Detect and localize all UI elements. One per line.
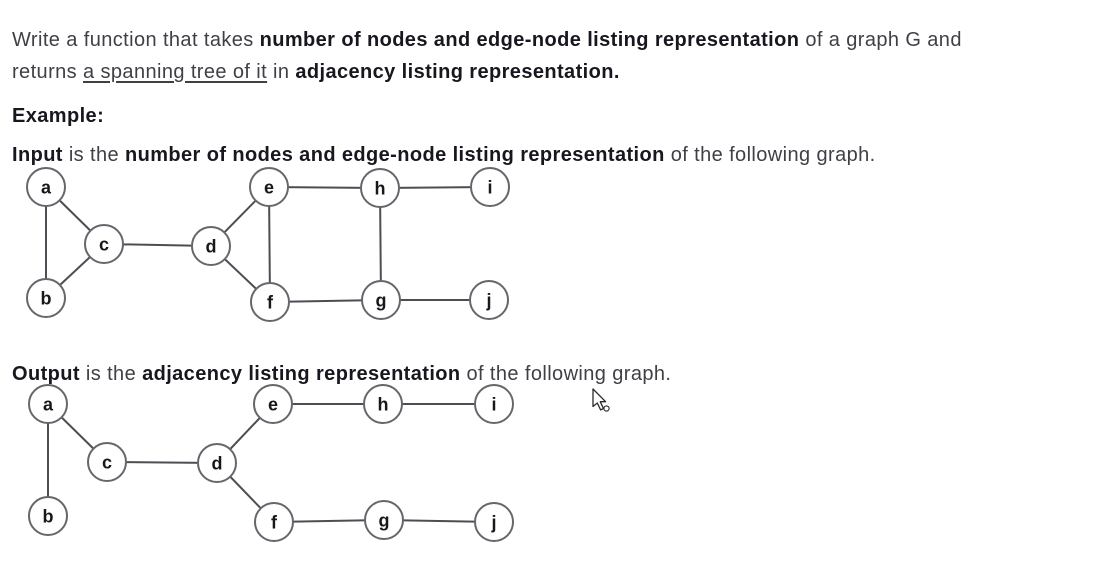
edge-d-e	[210, 186, 270, 247]
node-label-a: a	[41, 178, 52, 198]
node-circle-j	[469, 280, 509, 320]
edge-d-e	[216, 403, 274, 464]
text-run: Output	[12, 363, 80, 385]
node-label-b: b	[41, 289, 52, 309]
node-label-a: a	[43, 395, 54, 415]
node-label-h: h	[378, 395, 389, 415]
text-run: returns	[12, 61, 84, 83]
node-circle-g	[364, 500, 404, 540]
node-label-i: i	[487, 178, 492, 198]
node-circle-h	[360, 168, 400, 208]
node-circle-d	[191, 226, 231, 266]
node-circle-b	[28, 496, 68, 536]
node-circle-b	[26, 278, 66, 318]
node-circle-f	[254, 502, 294, 542]
node-label-c: c	[102, 453, 112, 473]
edge-e-f	[268, 186, 271, 303]
text-run: Example:	[12, 105, 105, 127]
node-circle-g	[361, 280, 401, 320]
node-label-g: g	[379, 511, 390, 531]
edge-b-c	[45, 243, 105, 299]
node-circle-e	[249, 167, 289, 207]
node-label-e: e	[268, 395, 278, 415]
edge-f-g	[273, 519, 385, 523]
edge-g-j	[383, 519, 495, 523]
node-label-d: d	[212, 454, 223, 474]
underlined-link-text[interactable]: a spanning tree of it	[83, 61, 268, 83]
text-run: of a graph G and	[799, 29, 962, 51]
node-label-e: e	[264, 178, 274, 198]
problem-statement: Write a function that takes number of no…	[12, 24, 962, 88]
edge-d-f	[210, 245, 271, 303]
node-circle-f	[250, 282, 290, 322]
edge-e-h	[268, 186, 381, 189]
edge-h-g	[379, 187, 382, 301]
node-circle-d	[197, 443, 237, 483]
text-run: in	[267, 61, 296, 83]
node-circle-e	[253, 384, 293, 424]
edge-h-i	[379, 186, 491, 189]
edge-d-f	[216, 462, 275, 523]
node-label-i: i	[491, 395, 496, 415]
node-label-h: h	[375, 179, 386, 199]
edge-a-c	[45, 186, 105, 245]
node-label-g: g	[376, 291, 387, 311]
input-graph-diagram: a b c d e f h g i j	[26, 167, 510, 322]
node-circle-c	[84, 224, 124, 264]
edge-c-d	[103, 243, 212, 247]
text-run: number of nodes and edge-node listing re…	[125, 144, 665, 166]
node-circle-a	[28, 384, 68, 424]
node-label-j: j	[490, 513, 496, 533]
text-run: of the following graph.	[664, 144, 876, 166]
input-description: Input is the number of nodes and edge-no…	[12, 139, 876, 171]
mouse-cursor-icon	[592, 388, 610, 412]
text-run: of the following graph.	[460, 363, 672, 385]
text-run: Write a function that takes	[12, 29, 260, 51]
node-circle-c	[87, 442, 127, 482]
node-label-j: j	[485, 291, 491, 311]
edge-c-d	[106, 461, 218, 464]
text-run: Input	[12, 144, 63, 166]
node-label-f: f	[267, 293, 274, 313]
node-circle-h	[363, 384, 403, 424]
example-heading: Example:	[12, 100, 104, 132]
text-run: adjacency listing representation.	[295, 61, 620, 83]
node-circle-i	[470, 167, 510, 207]
edge-f-g	[269, 299, 382, 303]
node-label-f: f	[271, 513, 278, 533]
node-circle-a	[26, 167, 66, 207]
text-run: is the	[62, 144, 125, 166]
edge-a-c	[47, 403, 108, 463]
node-label-c: c	[99, 235, 109, 255]
text-run: number of nodes and edge-node listing re…	[259, 29, 800, 51]
node-label-b: b	[43, 507, 54, 527]
output-graph-diagram: a b c d e f h g i j	[28, 384, 514, 542]
text-run: adjacency listing representation	[142, 363, 461, 385]
node-label-d: d	[206, 237, 217, 257]
node-circle-j	[474, 502, 514, 542]
text-run: is the	[79, 363, 143, 385]
node-circle-i	[474, 384, 514, 424]
output-description: Output is the adjacency listing represen…	[12, 358, 671, 390]
